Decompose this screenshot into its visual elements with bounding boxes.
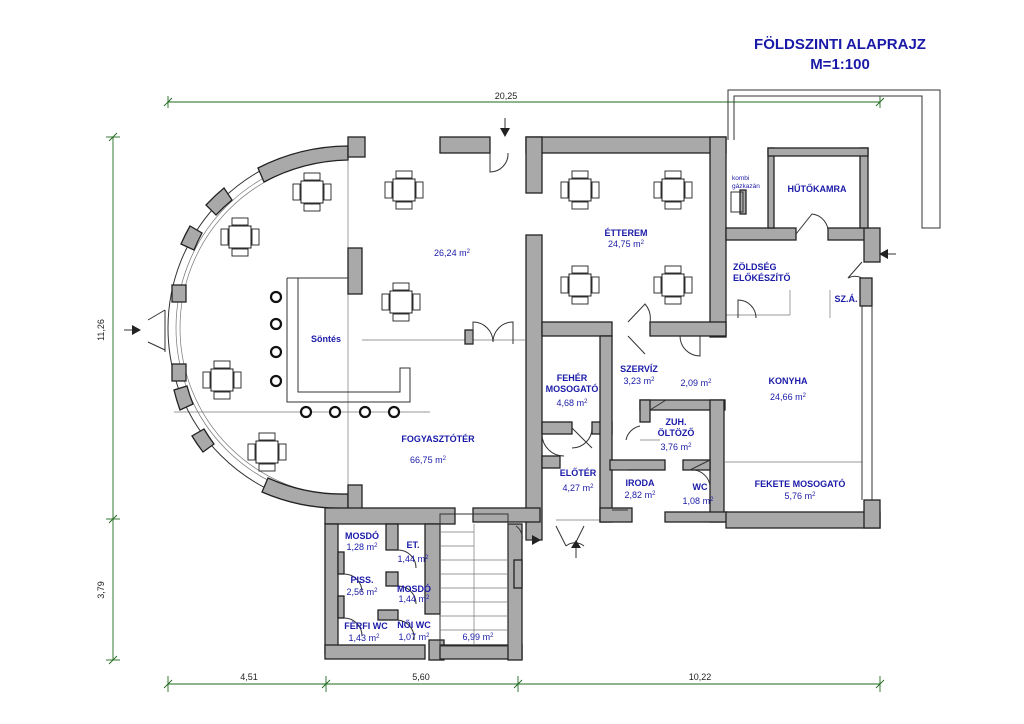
room-zuh-oltozo-name-2: ÖLTÖZŐ: [658, 427, 695, 438]
room-feher-mosogato-name-1: FEHÉR: [557, 373, 588, 383]
doors: [147, 152, 863, 641]
room-szerviz-name: SZERVÍZ: [620, 364, 658, 374]
dimension-lines: [106, 96, 885, 692]
room-szerviz-area: 3,23 m2: [624, 376, 656, 386]
room-eloter-area: 4,27 m2: [563, 483, 595, 493]
room-feher-mosogato-name-2: MOSOGATÓ: [546, 383, 599, 394]
room-feher-mosogato-area: 4,68 m2: [557, 398, 589, 408]
boiler-box: [730, 191, 744, 213]
dim-bottom-3: 10,22: [689, 672, 712, 682]
plan-title: FÖLDSZINTI ALAPRAJZ: [754, 36, 926, 53]
room-ferfi-wc-area: 1,43 m2: [349, 633, 381, 643]
room-stair-area: 6,99 m2: [463, 632, 495, 642]
room-piss-name: PISS.: [350, 575, 373, 585]
room-fekete-mosogato-name: FEKETE MOSOGATÓ: [755, 478, 846, 489]
room-ferfi-wc-name: FÉRFI WC: [344, 621, 388, 631]
room-noi-wc-area: 1,07 m2: [399, 632, 431, 642]
room-eloter-name: ELŐTÉR: [560, 467, 597, 478]
room-etterem-name: ÉTTEREM: [604, 228, 647, 238]
room-dining-a-area: 26,24 m2: [434, 248, 471, 258]
room-sza-name: SZ.Á.: [834, 294, 857, 304]
room-mosdo-1-name: MOSDÓ: [345, 530, 379, 541]
room-etterem-area: 24,75 m2: [608, 239, 645, 249]
boiler-note-1: kombi: [732, 175, 749, 182]
dim-left-lower: 3,79: [96, 581, 106, 599]
staircase: [439, 513, 509, 647]
room-et-area: 1,44 m2: [398, 554, 430, 564]
room-piss-area: 2,56 m2: [347, 587, 379, 597]
room-konyha-name: KONYHA: [768, 376, 808, 386]
room-sontes-name: Söntés: [311, 334, 341, 344]
room-zoldseg-name-1: ZÖLDSÉG: [733, 262, 777, 272]
room-noi-wc-name: NŐI WC: [397, 619, 431, 630]
dim-bottom-1: 4,51: [240, 672, 258, 682]
room-zuh-oltozo-name-1: ZUH.: [666, 417, 687, 427]
labels: 20,25 11,26 3,79 4,51 5,60 10,22 kombi g…: [96, 91, 858, 682]
room-fogyasztoter-name: FOGYASZTÓTÉR: [401, 433, 475, 444]
room-et-name: ET.: [406, 540, 419, 550]
room-hutokamra-name: HŰTŐKAMRA: [788, 183, 847, 194]
bar-counter: [269, 277, 411, 419]
room-mosdo-2-area: 1,44 m2: [399, 594, 431, 604]
room-zoldseg-name-2: ELŐKÉSZÍTŐ: [733, 272, 791, 283]
plan-scale: M=1:100: [810, 56, 870, 73]
room-iroda-area: 2,82 m2: [625, 490, 657, 500]
interior-partitions: [174, 160, 862, 560]
room-mosdo-1-area: 1,28 m2: [347, 542, 379, 552]
room-wc-name: WC: [693, 482, 708, 492]
room-fekete-mosogato-area: 5,76 m2: [785, 491, 817, 501]
room-zuh-oltozo-area: 3,76 m2: [661, 442, 693, 452]
dim-left-main: 11,26: [96, 319, 106, 341]
boiler-note-2: gázkazán: [732, 183, 760, 190]
bay-window: [167, 145, 349, 509]
room-fogyasztoter-area: 66,75 m2: [410, 455, 447, 465]
room-iroda-name: IRODA: [626, 478, 656, 488]
dim-top-total: 20,25: [495, 91, 518, 101]
room-konyha-area: 24,66 m2: [770, 392, 807, 402]
room-corridor-area: 2,09 m2: [681, 378, 713, 388]
room-mosdo-2-name: MOSDÓ: [397, 583, 431, 594]
walls: [324, 136, 881, 661]
entry-arrows: [124, 118, 896, 558]
dim-bottom-2: 5,60: [412, 672, 430, 682]
terrace-outline: [727, 89, 941, 229]
room-wc-area: 1,08 m2: [683, 496, 715, 506]
